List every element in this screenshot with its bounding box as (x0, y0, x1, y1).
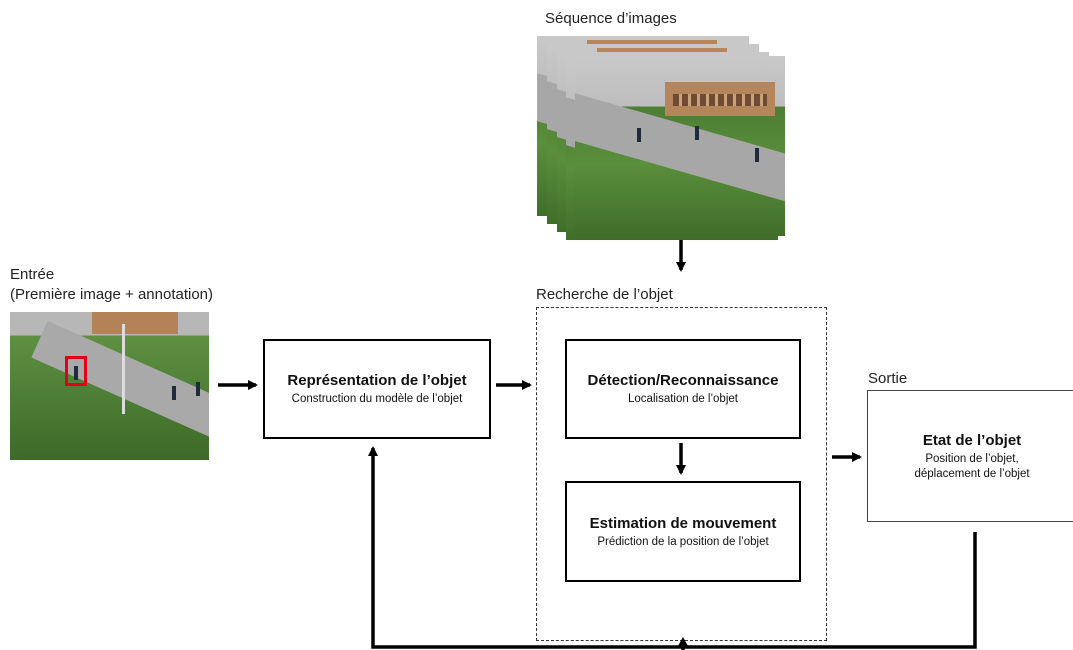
sequence-label: Séquence d’images (545, 10, 677, 27)
estimation-subtitle: Prédiction de la position de l’objet (597, 535, 769, 548)
input-image (10, 312, 209, 460)
state-subtitle: Position de l’objet, déplacement de l’ob… (914, 452, 1030, 480)
annotation-bounding-box (65, 356, 87, 386)
detection-box: Détection/Reconnaissance Localisation de… (565, 339, 801, 439)
state-title: Etat de l’objet (922, 431, 1022, 449)
input-label: Entrée (10, 266, 55, 283)
feedback-loop-arrow (368, 446, 977, 649)
representation-box: Représentation de l’objet Construction d… (263, 339, 491, 439)
person (196, 382, 200, 396)
sequence-frame-front (575, 56, 785, 236)
search-label: Recherche de l’objet (536, 286, 673, 303)
lamp-post (122, 324, 125, 414)
detection-subtitle: Localisation de l’objet (628, 393, 738, 405)
estimation-title: Estimation de mouvement (589, 514, 777, 532)
state-box: Etat de l’objet Position de l’objet, dép… (867, 390, 1073, 522)
estimation-box: Estimation de mouvement Prédiction de la… (565, 481, 801, 582)
representation-subtitle: Construction du modèle de l’objet (291, 393, 463, 405)
representation-title: Représentation de l’objet (287, 372, 467, 389)
feedback-branch-head (678, 637, 688, 646)
output-label: Sortie (868, 370, 908, 387)
building (92, 312, 178, 334)
person (172, 386, 176, 400)
input-sublabel: (Première image + annotation) (10, 286, 214, 303)
detection-title: Détection/Reconnaissance (587, 372, 779, 389)
annotated-person (74, 366, 78, 380)
